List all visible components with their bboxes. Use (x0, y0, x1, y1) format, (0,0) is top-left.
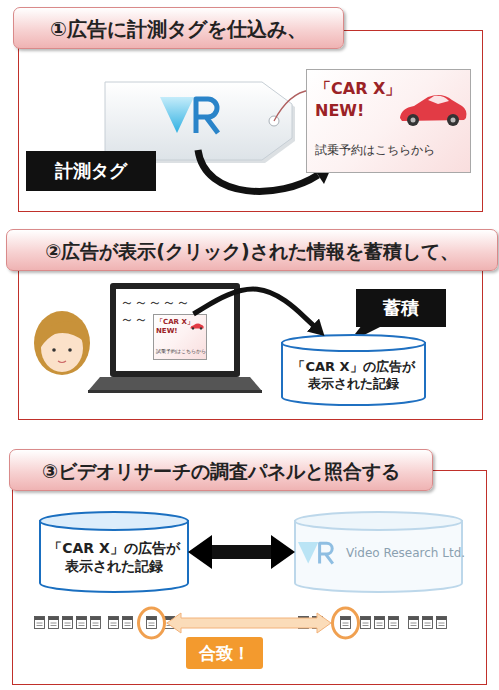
tag-shape (105, 82, 292, 160)
ad-banner: 「CAR X」 NEW! 試乗予約はこちらから (306, 69, 471, 173)
ad-text: 試乗予約はこちらから (315, 142, 435, 159)
database-cylinder: Video Research Ltd. (294, 511, 463, 593)
arrow-connector (194, 289, 314, 326)
section-panel: ①広告に計測タグを仕込み、計測タグ「CAR X」 NEW!試乗予約はこちらから (18, 30, 483, 212)
cylinder-text: 「CAR X」の広告が 表示された記録 (286, 358, 422, 392)
arrow-connector (211, 545, 272, 559)
ad-text: 「CAR X」 NEW! (315, 78, 410, 122)
database-cylinder: 「CAR X」の広告が 表示された記録 (281, 334, 426, 406)
curved-arrow (198, 150, 318, 191)
section-heading: ③ビデオリサーチの調査パネルと照合する (9, 449, 433, 491)
cylinder-text: 「CAR X」の広告が 表示された記録 (41, 539, 187, 575)
match-circle (139, 608, 165, 638)
label-text: 合致！ (199, 642, 250, 665)
match-arrow (167, 613, 331, 633)
ad-banner: 「CAR X」 NEW! 試乗予約はこちらから (153, 314, 207, 360)
section-heading: ①広告に計測タグを仕込み、 (13, 7, 344, 49)
section-panel: ②広告が表示(クリック)された情報を蓄積して、「CAR X」 NEW!試乗予約は… (18, 255, 483, 420)
vr-logo (160, 97, 218, 133)
match-circle (333, 608, 359, 638)
ad-text: 「CAR X」 NEW! (156, 318, 202, 336)
tag-label: 蓄積 (356, 289, 446, 327)
section-panel: ③ビデオリサーチの調査パネルと照合する「CAR X」の広告が 表示された記録Vi… (12, 470, 487, 685)
label-text: 計測タグ (55, 159, 127, 183)
ad-text: 試乗予約はこちらから (156, 349, 206, 354)
screen-text: ～～～～～ ～～ (120, 294, 202, 328)
match-label: 合致！ (186, 637, 263, 669)
cylinder-text: Video Research Ltd. (346, 546, 465, 561)
database-cylinder: 「CAR X」の広告が 表示された記録 (39, 511, 189, 593)
woman-icon (34, 311, 90, 375)
label-text: 蓄積 (383, 296, 419, 320)
tag-string (274, 90, 310, 121)
tag-label: 計測タグ (26, 151, 156, 191)
section-heading: ②広告が表示(クリック)された情報を蓄積して、 (6, 229, 498, 271)
laptop-icon (88, 283, 262, 393)
